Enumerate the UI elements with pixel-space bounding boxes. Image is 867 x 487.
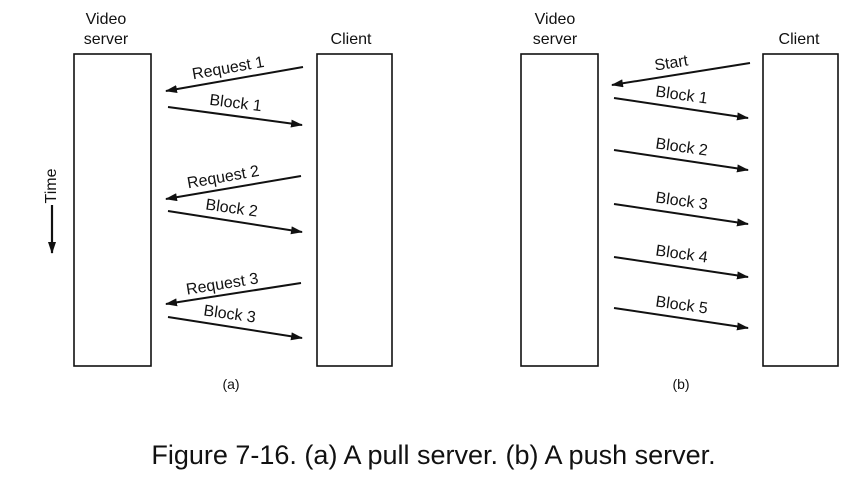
time-axis: Time: [43, 168, 60, 254]
client-box-a: [316, 53, 393, 367]
client-box-b: [762, 53, 839, 367]
diagram-b: Video server Client Start Block 1 Block …: [520, 11, 839, 392]
message-label: Block 1: [208, 92, 262, 115]
figure-diagram: Video server Client Time Request 1 Block…: [43, 11, 839, 392]
server-label-b-line2: server: [533, 31, 578, 48]
time-label: Time: [43, 168, 60, 203]
sublabel-a: (a): [222, 376, 239, 392]
message-arrow: [165, 282, 302, 307]
server-label-a-line2: server: [84, 31, 129, 48]
figure-caption: Figure 7-16. (a) A pull server. (b) A pu…: [151, 440, 716, 470]
message-label: Block 5: [654, 293, 708, 317]
client-label-a: Client: [331, 31, 372, 48]
server-label-b-line1: Video: [535, 11, 576, 28]
message-label: Request 2: [186, 163, 261, 192]
message-arrow: [611, 62, 751, 88]
message-arrow: [613, 149, 749, 173]
server-label-a-line1: Video: [86, 11, 127, 28]
message-arrow: [613, 256, 749, 280]
message-label: Block 2: [654, 135, 708, 159]
message-label: Block 1: [654, 83, 708, 107]
sublabel-b: (b): [672, 376, 689, 392]
message-label: Start: [653, 52, 690, 74]
message-arrow: [613, 97, 749, 121]
message-arrow: [167, 106, 303, 128]
message-label: Block 3: [654, 189, 708, 213]
message-label: Block 4: [654, 242, 708, 266]
server-box-a: [73, 53, 152, 367]
message-arrow: [613, 307, 749, 331]
message-arrow: [165, 175, 302, 202]
message-arrow: [167, 210, 303, 235]
client-label-b: Client: [779, 31, 820, 48]
message-arrow: [167, 316, 303, 341]
server-box-b: [520, 53, 599, 367]
diagram-a: Video server Client Time Request 1 Block…: [43, 11, 393, 392]
message-arrow: [165, 66, 304, 94]
message-arrow: [613, 203, 749, 227]
message-label: Request 1: [191, 54, 266, 83]
